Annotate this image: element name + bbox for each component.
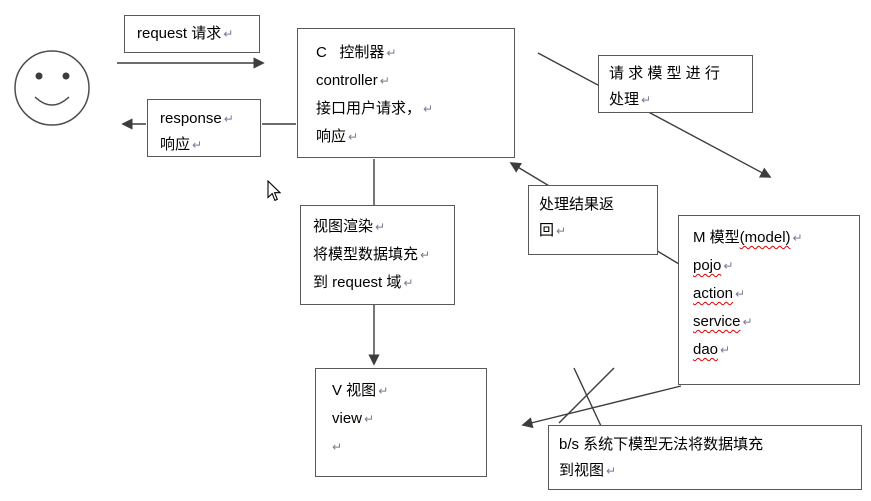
- mouse-cursor-icon: [267, 180, 281, 202]
- line-break-mark: ↵: [379, 74, 390, 88]
- line-break-mark: ↵: [792, 231, 803, 245]
- box-controller: C 控制器↵ controller↵ 接口用户请求，↵ 响应↵: [297, 28, 515, 158]
- text-line: service↵: [693, 308, 859, 336]
- model-item-service: service: [693, 313, 741, 330]
- text-line: pojo↵: [693, 252, 859, 280]
- box-result-return: 处理结果返 回↵: [528, 185, 658, 255]
- line-break-mark: ↵: [742, 315, 753, 329]
- view-render-desc: 将模型数据填充: [313, 246, 419, 263]
- line-break-mark: ↵: [423, 102, 434, 116]
- text-line: 到 request 域↵: [313, 269, 454, 297]
- line-break-mark: ↵: [606, 464, 617, 478]
- text-line: response↵: [160, 106, 260, 132]
- result-return-text2: 回: [539, 222, 555, 239]
- request-label: request 请求: [137, 25, 222, 42]
- model-item-action: action: [693, 285, 734, 302]
- model-item-pojo: pojo: [693, 257, 722, 274]
- response-label: response: [160, 110, 222, 127]
- text-line: 请 求 模 型 进 行: [609, 61, 752, 87]
- line-break-mark: ↵: [735, 287, 746, 301]
- text-line: 响应↵: [316, 123, 514, 151]
- text-line: request 请求↵: [137, 24, 259, 44]
- text-line: 接口用户请求，↵: [316, 95, 514, 123]
- controller-desc2: 响应: [316, 128, 347, 145]
- box-view: V 视图↵ view↵ ↵: [315, 368, 487, 477]
- text-line: M 模型(model)↵: [693, 224, 859, 252]
- smiley-face-icon: [14, 50, 90, 126]
- response-label-cn: 响应: [160, 136, 191, 153]
- text-line: 将模型数据填充↵: [313, 241, 454, 269]
- arrow-controller-to-model: [537, 52, 772, 178]
- smiley-left-eye: [35, 72, 43, 80]
- controller-en: controller: [316, 72, 378, 89]
- smiley-mouth: [34, 96, 70, 106]
- text-line: 回↵: [539, 218, 657, 244]
- line-break-mark: ↵: [192, 138, 203, 152]
- arrow-model-to-view-blocked: [521, 385, 682, 429]
- text-line: 处理↵: [609, 87, 752, 113]
- text-line: C 控制器↵: [316, 39, 514, 67]
- text-line: 响应↵: [160, 132, 260, 158]
- box-request: request 请求↵: [124, 15, 260, 53]
- text-line: dao↵: [693, 336, 859, 364]
- process-request-text: 请 求 模 型 进 行: [609, 65, 720, 82]
- model-item-dao: dao: [693, 341, 719, 358]
- line-break-mark: ↵: [720, 343, 731, 357]
- model-title-en: (model): [739, 229, 791, 246]
- text-line: V 视图↵: [332, 377, 486, 405]
- bs-note-text2: 到视图: [559, 462, 605, 479]
- cross-out-stroke-2: [573, 367, 602, 427]
- smiley-right-eye: [62, 72, 70, 80]
- result-return-text: 处理结果返: [539, 196, 615, 213]
- bs-note-text: b/s 系统下模型无法将数据填充: [559, 436, 764, 453]
- controller-title: C 控制器: [316, 44, 385, 61]
- box-view-render: 视图渲染↵ 将模型数据填充↵ 到 request 域↵: [300, 205, 455, 305]
- box-process-request: 请 求 模 型 进 行 处理↵: [598, 55, 753, 113]
- text-line: 视图渲染↵: [313, 213, 454, 241]
- model-title: M 模型: [693, 229, 740, 246]
- text-line: 到视图↵: [559, 458, 861, 484]
- line-break-mark: ↵: [332, 440, 343, 454]
- line-break-mark: ↵: [386, 46, 397, 60]
- line-break-mark: ↵: [378, 384, 389, 398]
- box-bs-note: b/s 系统下模型无法将数据填充 到视图↵: [548, 425, 862, 490]
- line-break-mark: ↵: [641, 93, 652, 107]
- line-break-mark: ↵: [364, 412, 375, 426]
- view-render-title: 视图渲染: [313, 218, 374, 235]
- process-request-text2: 处理: [609, 91, 640, 108]
- text-line: action↵: [693, 280, 859, 308]
- line-break-mark: ↵: [403, 276, 414, 290]
- controller-desc: 接口用户请求，: [316, 100, 422, 117]
- view-en: view: [332, 410, 363, 427]
- line-break-mark: ↵: [223, 27, 234, 41]
- box-response: response↵ 响应↵: [147, 99, 261, 157]
- line-break-mark: ↵: [723, 259, 734, 273]
- smiley-head: [14, 50, 90, 126]
- text-line: b/s 系统下模型无法将数据填充: [559, 432, 861, 458]
- line-break-mark: ↵: [420, 248, 431, 262]
- box-model: M 模型(model)↵ pojo↵ action↵ service↵ dao↵: [678, 215, 860, 385]
- text-line: view↵: [332, 405, 486, 433]
- view-render-desc2: 到 request 域: [313, 274, 402, 291]
- text-line: 处理结果返: [539, 192, 657, 218]
- line-break-mark: ↵: [223, 112, 234, 126]
- view-title: V 视图: [332, 382, 377, 399]
- text-line: ↵: [332, 433, 486, 461]
- line-break-mark: ↵: [375, 220, 386, 234]
- text-line: controller↵: [316, 67, 514, 95]
- line-break-mark: ↵: [348, 130, 359, 144]
- line-break-mark: ↵: [556, 224, 567, 238]
